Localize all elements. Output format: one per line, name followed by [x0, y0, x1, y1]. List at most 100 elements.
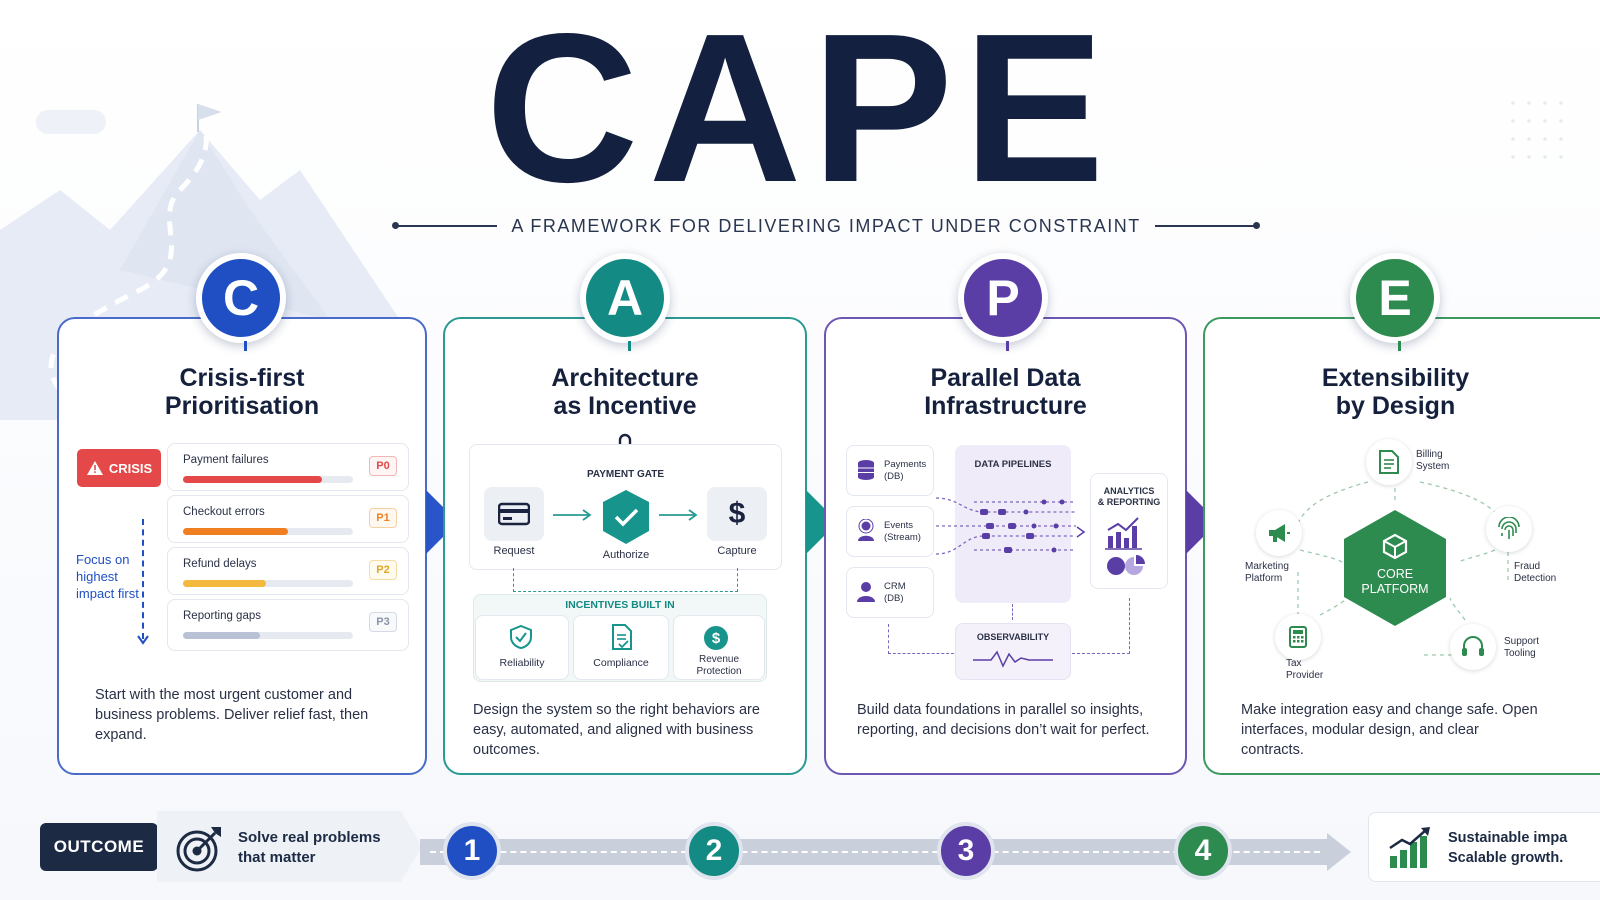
- page-title: CAPE: [485, 0, 1115, 226]
- user-icon: [857, 582, 875, 602]
- arrow-right-icon: [659, 509, 698, 521]
- connector-line: [737, 568, 738, 592]
- priority-bar: [183, 632, 353, 639]
- list-item: [167, 599, 409, 651]
- shield-check-icon: [603, 490, 649, 544]
- list-item: [167, 547, 409, 595]
- progress-track-arrow: [1327, 833, 1351, 871]
- source-label: Payments(DB): [884, 459, 927, 482]
- progress-dash: [430, 851, 1320, 853]
- badge-a: A: [580, 253, 670, 351]
- focus-note: Focus on highest impact first: [76, 552, 139, 601]
- source-events: [846, 506, 934, 557]
- authorize-label: Authorize: [602, 549, 650, 561]
- crisis-tag: CRISIS: [77, 449, 161, 487]
- list-item: [167, 495, 409, 543]
- cube-icon: [1382, 533, 1408, 559]
- priority-bar: [183, 528, 353, 535]
- step-1: 1: [443, 822, 501, 880]
- step-2: 2: [685, 822, 743, 880]
- priority-badge: P3: [369, 612, 397, 632]
- dot-grid-decoration: [1511, 101, 1563, 159]
- badge-c: C: [196, 253, 286, 351]
- core-platform-hexagon: [1344, 510, 1446, 626]
- list-item: [167, 443, 409, 491]
- revenue-icon: $: [704, 626, 728, 650]
- step-4: 4: [1174, 822, 1232, 880]
- priority-list: [167, 443, 409, 655]
- source-payments: [846, 445, 934, 496]
- analytics-chart-icon: [1105, 517, 1145, 575]
- priority-badge: P0: [369, 456, 397, 476]
- shield-icon: [510, 625, 532, 649]
- calculator-icon: [1275, 614, 1321, 660]
- dollar-icon: $: [707, 487, 767, 541]
- observability-label: OBSERVABILITY: [976, 632, 1050, 642]
- priority-label: Payment failures: [183, 454, 269, 466]
- connector-line: [888, 653, 954, 654]
- incentives-label: INCENTIVES BUILT IN: [565, 599, 675, 611]
- source-crm: [846, 567, 934, 618]
- capture-label: Capture: [717, 545, 757, 557]
- growth-chart-icon: [1389, 827, 1430, 868]
- outcome-label: OUTCOME: [40, 823, 158, 871]
- page-subtitle: A FRAMEWORK FOR DELIVERING IMPACT UNDER …: [511, 215, 1141, 236]
- analytics-label: ANALYTICS& REPORTING: [1097, 486, 1161, 507]
- connector-line: [1072, 653, 1130, 654]
- outcome-result-panel: [1368, 812, 1600, 882]
- headset-icon: [1450, 624, 1496, 670]
- priority-badge: P1: [369, 508, 397, 528]
- priority-label: Reporting gaps: [183, 610, 261, 622]
- connector-line: [1129, 598, 1130, 654]
- source-label: Events(Stream): [884, 520, 921, 543]
- badge-e: E: [1350, 253, 1440, 351]
- payment-gate-label: PAYMENT GATE: [586, 469, 665, 480]
- megaphone-icon: [1256, 510, 1302, 556]
- document-check-icon: [612, 624, 632, 650]
- arrow-right-icon: [553, 509, 592, 521]
- card-p-description: Build data foundations in parallel so in…: [857, 702, 1150, 738]
- fingerprint-icon: [1486, 506, 1532, 552]
- billing-icon: [1366, 439, 1412, 485]
- target-icon: [176, 827, 221, 872]
- connector-line: [1012, 604, 1013, 620]
- connector-line: [513, 568, 514, 592]
- priority-bar: [183, 476, 353, 483]
- warning-icon: [86, 461, 103, 475]
- card-crisis: [57, 317, 427, 775]
- priority-label: Checkout errors: [183, 506, 265, 518]
- badge-p: P: [958, 253, 1048, 351]
- priority-label: Refund delays: [183, 558, 257, 570]
- pipeline-lines: [935, 497, 1086, 555]
- card-c-description: Start with the most urgent customer and …: [95, 687, 369, 743]
- pipelines-label: DATA PIPELINES: [974, 459, 1052, 470]
- arrow-down-icon: [137, 635, 149, 645]
- subtitle-row: A FRAMEWORK FOR DELIVERING IMPACT UNDER …: [391, 214, 1261, 238]
- reliability-label: Reliability: [499, 657, 545, 669]
- priority-badge: P2: [369, 560, 397, 580]
- database-icon: [858, 460, 874, 480]
- step-3: 3: [937, 822, 995, 880]
- card-a-description: Design the system so the right behaviors…: [473, 702, 760, 758]
- stream-icon: [858, 519, 874, 541]
- request-label: Request: [493, 545, 535, 557]
- connector-line: [513, 591, 738, 592]
- focus-arrow-line: [142, 519, 144, 639]
- connector-line: [888, 624, 889, 654]
- observability-panel: [955, 623, 1071, 680]
- priority-bar: [183, 580, 353, 587]
- pulse-icon: [973, 650, 1053, 668]
